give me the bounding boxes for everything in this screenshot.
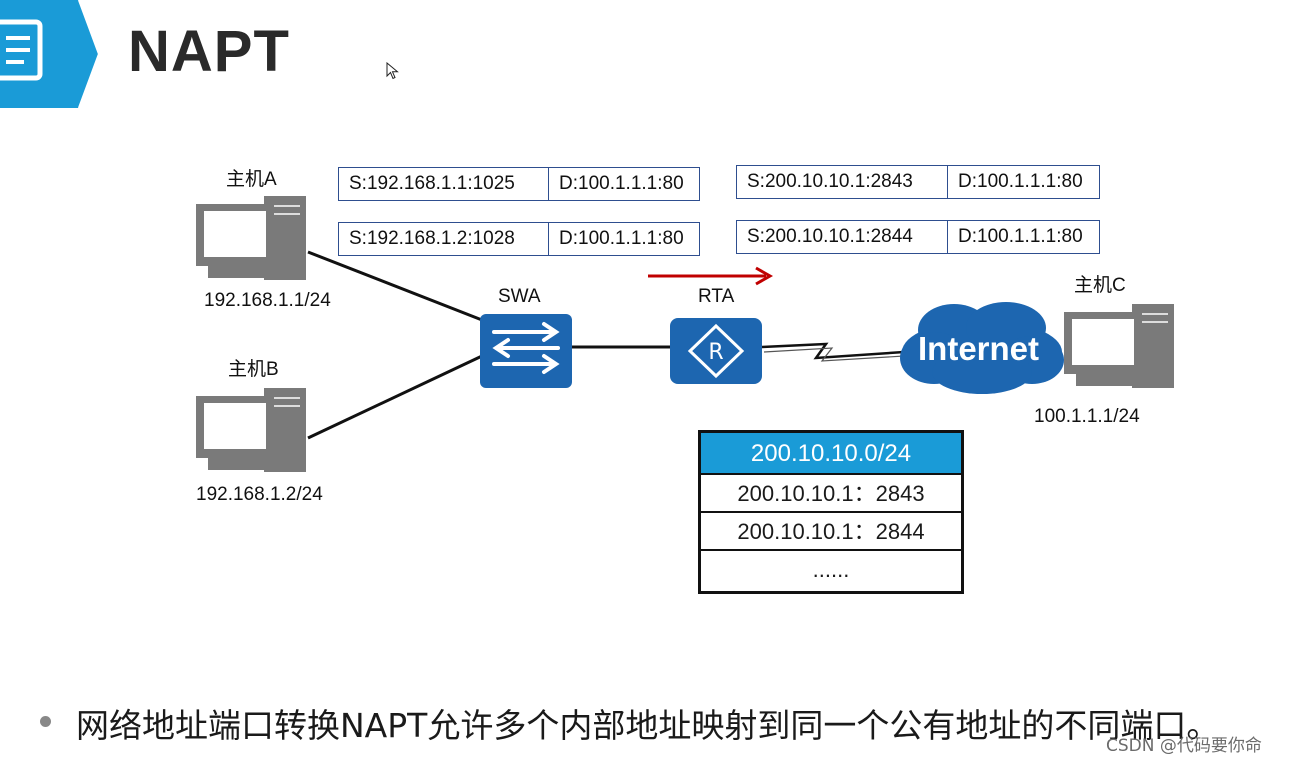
packet-source: S:192.168.1.2:1028	[339, 223, 549, 255]
host-c-ip: 100.1.1.1/24	[1034, 406, 1140, 427]
internet-label: Internet	[918, 330, 1040, 367]
packet-destination: D:100.1.1.1:80	[559, 228, 684, 249]
page-title: NAPT	[128, 19, 290, 84]
bullet-text: 网络地址端口转换NAPT允许多个内部地址映射到同一个公有地址的不同端口。	[76, 706, 1220, 745]
host-b-ip: 192.168.1.2/24	[196, 484, 323, 505]
switch-label: SWA	[498, 286, 541, 307]
address-pool-row: 200.10.10.1：2844	[701, 513, 961, 551]
address-pool-table: 200.10.10.0/24 200.10.10.1：2843 200.10.1…	[698, 430, 964, 594]
packet-inside-1: S:192.168.1.1:1025 D:100.1.1.1:80	[338, 167, 700, 201]
address-pool-row: 200.10.10.1：2843	[701, 475, 961, 513]
packet-source: S:200.10.10.1:2843	[737, 166, 948, 198]
document-icon	[0, 19, 43, 81]
packet-outside-2: S:200.10.10.1:2844 D:100.1.1.1:80	[736, 220, 1100, 254]
host-a-ip: 192.168.1.1/24	[204, 290, 331, 311]
host-a-computer-icon	[196, 196, 306, 280]
host-b-computer-icon	[196, 388, 306, 472]
router-icon: R	[670, 318, 762, 384]
packet-destination: D:100.1.1.1:80	[559, 173, 684, 194]
internet-cloud-icon	[900, 302, 1064, 394]
direction-arrow	[648, 266, 774, 286]
packet-source: S:200.10.10.1:2844	[737, 221, 948, 253]
address-pool-row: ......	[812, 557, 850, 582]
packet-inside-2: S:192.168.1.2:1028 D:100.1.1.1:80	[338, 222, 700, 256]
packet-destination: D:100.1.1.1:80	[958, 226, 1083, 247]
link-b-swa	[307, 354, 483, 440]
router-label: RTA	[698, 286, 735, 307]
watermark: CSDN @代码要你命	[1106, 736, 1262, 756]
packet-source: S:192.168.1.1:1025	[339, 168, 549, 200]
host-c-name: 主机C	[1074, 275, 1126, 296]
packet-destination: D:100.1.1.1:80	[958, 171, 1083, 192]
cursor-icon	[386, 62, 399, 80]
host-b-name: 主机B	[228, 359, 279, 380]
svg-text:R: R	[708, 340, 723, 365]
switch-icon	[480, 314, 572, 388]
link-a-swa	[307, 250, 483, 322]
link-rta-internet	[761, 342, 905, 360]
header-badge	[0, 0, 103, 108]
packet-outside-1: S:200.10.10.1:2843 D:100.1.1.1:80	[736, 165, 1100, 199]
host-a-name: 主机A	[226, 169, 277, 190]
address-pool-header: 200.10.10.0/24	[701, 433, 961, 475]
host-c-computer-icon	[1064, 304, 1174, 388]
bullet-dot	[40, 716, 51, 727]
